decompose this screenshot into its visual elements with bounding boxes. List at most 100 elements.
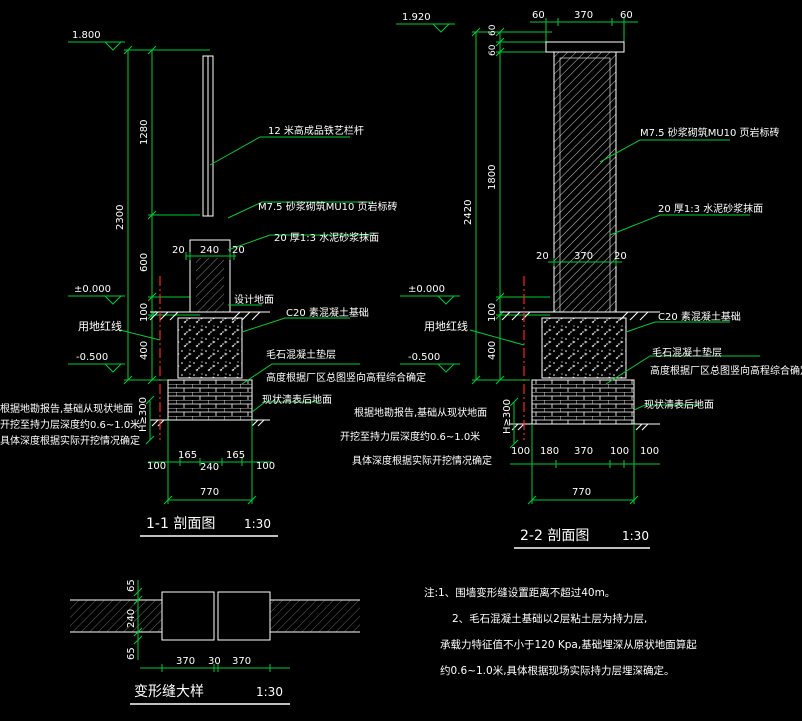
joint-title: 变形缝大样 [134, 684, 204, 700]
dim-total-2: 2420 [463, 200, 474, 225]
label-rubble: 毛石混凝土垫层 [266, 348, 336, 361]
label-existing: 现状清表后地面 [262, 393, 332, 406]
dim-370-bot: 370 [574, 446, 593, 457]
dim-400: 400 [139, 341, 150, 360]
joint-dim-370a: 370 [176, 656, 195, 667]
label-rubble-note-2: 高度根据厂区总图竖向高程综合确定 [650, 364, 802, 377]
label-fence: 12 米高成品铁艺栏杆 [268, 124, 364, 137]
label-concrete-2: C20 素混凝土基础 [658, 310, 741, 323]
elev-zero-label: ±0.000 [74, 284, 111, 295]
label-plaster: 20 厚1:3 水泥砂浆抹面 [274, 231, 379, 244]
label-rubble-2: 毛石混凝土垫层 [652, 346, 722, 359]
elevation-marker-zero-2: ±0.000 [400, 284, 460, 305]
label-ground: 设计地面 [234, 293, 274, 306]
dim-400-2: 400 [487, 341, 498, 360]
dim-60-left: 60 [532, 10, 545, 21]
dim-h: H≥300 [138, 397, 149, 432]
joint-dim-65a: 65 [126, 579, 137, 592]
dim-20-left: 20 [172, 245, 185, 256]
elev-neg-label: -0.500 [76, 352, 108, 363]
label-redline: 用地红线 [78, 319, 122, 333]
section-2-title: 2-2 剖面图 [520, 528, 589, 544]
dim-100-2: 100 [487, 303, 498, 322]
dim-370-mid: 370 [574, 251, 593, 262]
note-line-3: 具体深度根据实际开挖情况确定 [0, 434, 140, 447]
ground-line-2 [500, 311, 660, 321]
dim-100-right: 100 [256, 461, 275, 472]
note-line-3-2: 具体深度根据实际开挖情况确定 [352, 454, 492, 467]
joint-dim-30: 30 [208, 656, 221, 667]
dim-165-b: 165 [226, 450, 245, 461]
dim-60-v1: 60 [488, 24, 498, 36]
section-2-scale: 1:30 [622, 529, 649, 543]
note-line-1-2: 根据地勘报告,基础从现状地面 [354, 406, 487, 419]
dim-20-right: 20 [232, 245, 245, 256]
rubble-layer-2 [531, 379, 635, 425]
joint-dim-240: 240 [126, 609, 137, 628]
dim-60-v2: 60 [488, 44, 498, 56]
dim-100: 100 [139, 303, 150, 322]
dim-180: 180 [540, 446, 559, 457]
dim-60-right: 60 [620, 10, 633, 21]
dim-770-2: 770 [572, 487, 591, 498]
dim-20-right-2: 20 [614, 251, 627, 262]
dim-20-left-2: 20 [536, 251, 549, 262]
general-notes: 注:1、围墙变形缝设置距离不超过40m。 2、毛石混凝土基础以2层粘土层为持力层… [424, 586, 697, 677]
label-concrete: C20 素混凝土基础 [286, 306, 369, 319]
notes-line-4: 约0.6~1.0米,具体根据现场实际持力层埋深确定。 [440, 664, 675, 677]
note-line-2-2: 开挖至持力层深度约0.6~1.0米 [340, 430, 480, 443]
joint-scale: 1:30 [256, 685, 283, 699]
ground-line [149, 311, 270, 321]
dim-165-a: 165 [178, 450, 197, 461]
dim-370-top: 370 [574, 10, 593, 21]
dim-h-2: H≥300 [502, 399, 513, 434]
label-plaster-2: 20 厚1:3 水泥砂浆抹面 [658, 202, 763, 215]
dim-100-left-2: 100 [511, 446, 530, 457]
label-wall-2: M7.5 砂浆砌筑MU10 页岩标砖 [640, 126, 780, 139]
elev-neg-label-2: -0.500 [408, 352, 440, 363]
concrete-footing [177, 317, 243, 379]
concrete-footing-2 [541, 317, 627, 379]
dim-1280: 1280 [139, 120, 150, 145]
label-wall: M7.5 砂浆砌筑MU10 页岩标砖 [258, 200, 398, 213]
iron-fence [202, 55, 214, 217]
dim-100-mid: 100 [610, 446, 629, 457]
dim-240-bot: 240 [200, 462, 219, 473]
notes-line-2: 2、毛石混凝土基础以2层粘土层为持力层, [452, 612, 647, 625]
notes-line-3: 承载力特征值不小于120 Kpa,基础埋深从原状地面算起 [440, 638, 697, 651]
pillar-cap [545, 41, 625, 53]
notes-line-1: 注:1、围墙变形缝设置距离不超过40m。 [424, 586, 615, 599]
pillar-body [553, 51, 617, 313]
existing-ground [150, 419, 270, 427]
dim-100-right-2: 100 [640, 446, 659, 457]
elevation-marker-zero: ±0.000 [68, 284, 125, 305]
note-line-2: 开挖至持力层深度约0.6~1.0米 [0, 418, 140, 431]
dim-total: 2300 [115, 205, 126, 230]
rubble-layer [167, 379, 253, 421]
elev-top-label: 1.800 [72, 30, 101, 41]
elevation-marker-top: 1.800 [68, 30, 125, 51]
elev-top-label-2: 1.920 [402, 12, 431, 23]
section-2-2: 1.920 ±0.000 -0.500 60 370 60 [340, 10, 802, 549]
joint-detail: 65 240 65 370 30 370 变形缝大样 1:30 [70, 579, 360, 705]
wall-hatch [196, 258, 224, 312]
label-redline-2: 用地红线 [424, 319, 468, 333]
section-1-scale: 1:30 [244, 517, 271, 531]
dim-1800: 1800 [487, 165, 498, 190]
elevation-marker-neg: -0.500 [68, 352, 125, 373]
section-1-1: 1.800 ±0.000 -0.500 2300 1280 600 100 40… [0, 30, 426, 537]
elev-zero-label-2: ±0.000 [408, 284, 445, 295]
label-existing-2: 现状清表后地面 [644, 398, 714, 411]
note-line-1: 根据地勘报告,基础从现状地面 [0, 402, 133, 415]
dim-770: 770 [200, 487, 219, 498]
section-1-title: 1-1 剖面图 [146, 516, 215, 532]
dim-100-left: 100 [147, 461, 166, 472]
label-rubble-note: 高度根据厂区总图竖向高程综合确定 [266, 371, 426, 384]
dim-600: 600 [139, 253, 150, 272]
dim-240-top: 240 [200, 245, 219, 256]
elevation-marker-neg-2: -0.500 [400, 352, 460, 373]
elevation-marker-top-2: 1.920 [396, 12, 455, 33]
joint-dim-370b: 370 [232, 656, 251, 667]
joint-dim-65b: 65 [126, 647, 137, 660]
